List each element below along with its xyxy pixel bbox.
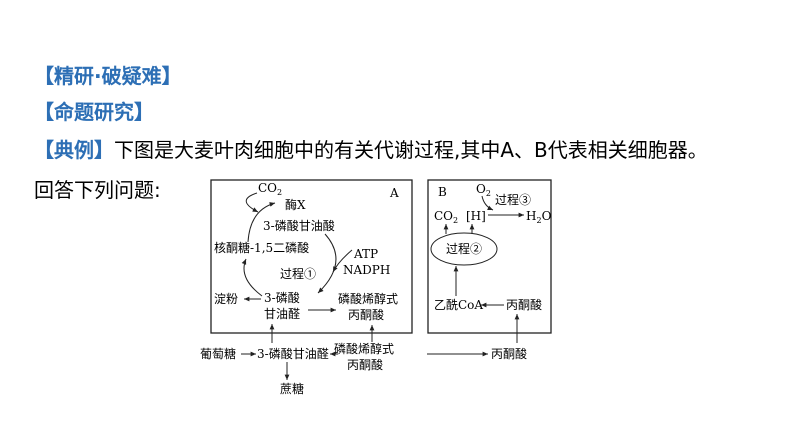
organelle-a-label: A: [389, 186, 399, 200]
h-label: [H]: [466, 209, 486, 223]
b-o2-label: O2: [476, 182, 491, 198]
question-text: 下图是大麦叶肉细胞中的有关代谢过程,其中A、B代表相关细胞器。: [114, 138, 708, 162]
acetyl-coa-label: 乙酰CoA: [434, 298, 483, 312]
b-pyruvate-label: 丙酮酸: [506, 297, 542, 312]
cyto-pep-label-line1: 磷酸烯醇式: [334, 341, 394, 356]
example-tag: 【典例】: [34, 138, 114, 162]
a-co2-label: CO2: [258, 181, 282, 197]
rubp-label: 核酮糖-1,5二磷酸: [214, 240, 309, 255]
cyto-pep-label-line2: 丙酮酸: [347, 357, 383, 372]
g3p-label-line2: 甘油醛: [264, 306, 300, 321]
atp-label: ATP: [353, 247, 378, 261]
a-pep-label-line2: 丙酮酸: [348, 307, 384, 322]
organelle-a-box: [210, 179, 413, 334]
question-prompt: 回答下列问题:: [34, 178, 161, 202]
process-2-ellipse: [430, 232, 498, 266]
process-2-label: 过程②: [446, 241, 482, 256]
cyto-pyruvate-label: 丙酮酸: [491, 346, 527, 361]
o2-input-arrow: [481, 195, 494, 211]
process-1-label: 过程①: [280, 266, 316, 281]
starch-label: 淀粉: [214, 292, 238, 306]
cyto-g3p-label: 3-磷酸甘油醛: [257, 346, 329, 361]
atp-input-arrow: [332, 249, 353, 273]
pga-to-g3p-arrow: [317, 233, 337, 294]
glucose-label: 葡萄糖: [200, 346, 236, 361]
organelle-b-label: B: [438, 185, 447, 199]
h2o-label: H2O: [526, 209, 552, 225]
sucrose-label: 蔗糖: [280, 381, 304, 396]
a-pep-label-line1: 磷酸烯醇式: [338, 291, 398, 306]
process-3-label: 过程③: [495, 192, 531, 207]
organelle-b-box: [427, 179, 552, 334]
rubp-to-enzyme-arrow: [247, 202, 276, 243]
g3p-label-line1: 3-磷酸: [264, 290, 300, 305]
enzyme-x-label: 酶X: [285, 197, 306, 212]
b-co2-label: CO2: [434, 209, 458, 225]
section-heading-topic: 【命题研究】: [34, 100, 154, 124]
co2-fixation-arrow: [245, 192, 259, 213]
g3p-to-rubp-arrow: [241, 258, 263, 297]
pga-label: 3-磷酸甘油酸: [263, 218, 335, 233]
question-line: 【典例】下图是大麦叶肉细胞中的有关代谢过程,其中A、B代表相关细胞器。: [34, 134, 708, 163]
nadph-label: NADPH: [343, 263, 390, 277]
section-heading-research: 【精研·破疑难】: [34, 64, 182, 88]
